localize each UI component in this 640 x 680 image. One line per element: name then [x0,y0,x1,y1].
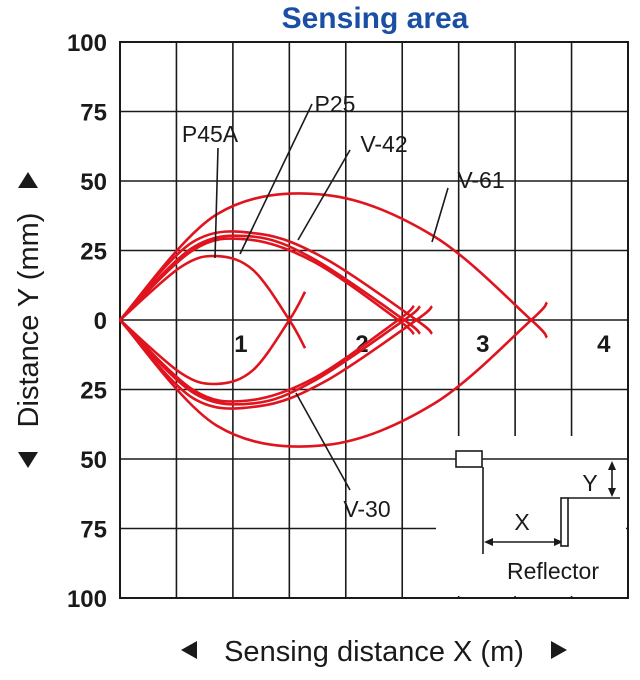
y-tick-label: 100 [67,586,107,613]
leader-v61 [431,187,449,243]
y-tick-labels: 100 75 50 25 0 25 50 75 100 [67,30,107,613]
leader-p45a [214,147,219,259]
y-tick-label: 25 [80,239,107,266]
curve-v-42-lower [119,305,433,410]
x-axis-label-group: Sensing distance X (m) [181,636,567,668]
inset-x-arrow-left-icon [484,538,493,546]
y-axis-arrow-left-icon [18,452,38,468]
callout-v42: V-42 [360,131,407,157]
curves [119,192,549,448]
reflector-icon [560,497,569,547]
x-axis-arrow-left-icon [181,641,197,659]
inset-y-arrow-down-icon [608,488,616,497]
y-tick-label: 0 [94,308,107,335]
leader-v42 [297,149,351,241]
y-tick-label: 75 [80,517,107,544]
callout-p45a: P45A [182,121,239,147]
leader-v30 [295,392,351,491]
x-tick-label: 1 [234,331,247,358]
y-axis-label: Distance Y (mm) [13,213,45,428]
y-tick-label: 75 [80,100,107,127]
callout-v30: V-30 [343,496,390,522]
y-tick-label: 25 [80,378,107,405]
callouts: P45A P25 V-42 V-61 V-30 [182,91,505,522]
x-tick-label: 4 [597,331,611,358]
y-tick-label: 100 [67,30,107,57]
inset-label-reflector: Reflector [507,558,599,584]
y-axis-label-group: Distance Y (mm) [13,172,45,468]
leader-p25 [239,103,313,255]
x-tick-label: 3 [476,331,489,358]
chart-title: Sensing area [282,2,469,35]
inset-label-x: X [514,509,529,535]
x-axis-label: Sensing distance X (m) [224,636,524,668]
inset-label-y: Y [582,470,597,496]
curve-p45a-lower [119,291,307,386]
inset-x-arrow-right-icon [554,538,563,546]
sensor-icon [455,450,483,468]
curve-v-61-lower [119,301,549,448]
callout-p25: P25 [315,91,356,117]
callout-v61: V-61 [457,167,504,193]
y-axis-arrow-right-icon [18,172,38,188]
inset-diagram: X Y Reflector [436,436,626,596]
y-tick-label: 50 [80,447,107,474]
x-axis-arrow-right-icon [551,641,567,659]
curve-v-30-lower [119,305,421,406]
curve-p45a-upper [119,254,307,349]
curve-p25-lower [119,304,415,403]
y-tick-label: 50 [80,169,107,196]
inset-y-arrow-up-icon [608,461,616,470]
